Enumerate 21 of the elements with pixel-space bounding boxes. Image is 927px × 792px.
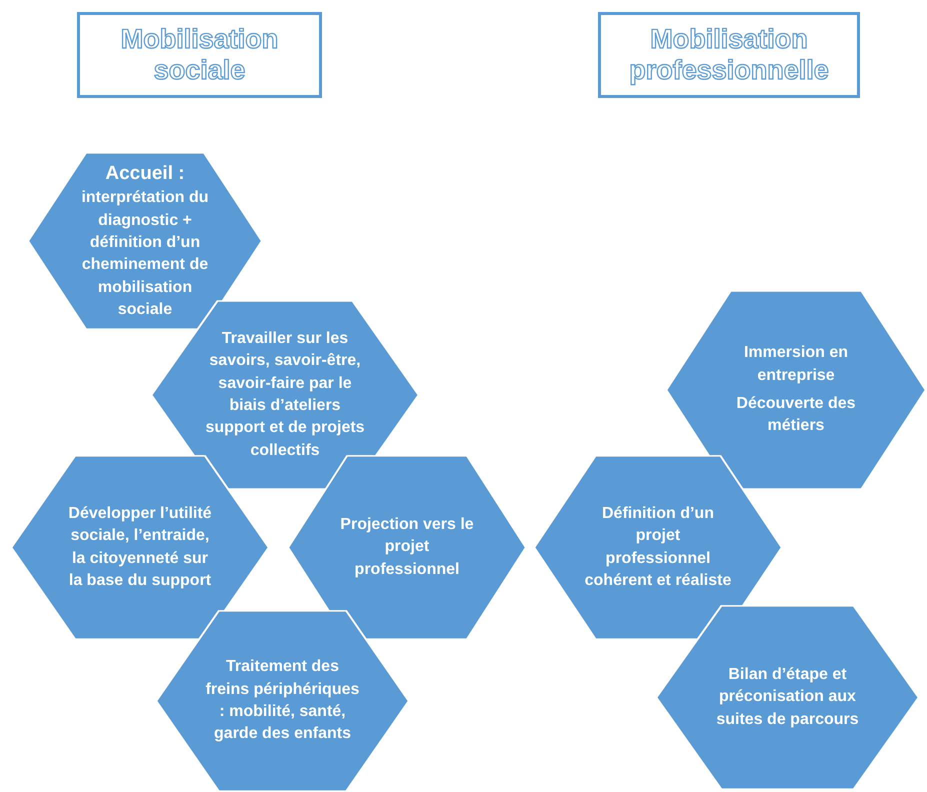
hexagon-text: Bilan d’étape et préconisation aux suites de parcours [715,664,860,730]
hexagon [533,455,783,640]
hexagon [10,455,270,640]
title-box [77,12,322,98]
hexagon-text: Projection vers le projet professionnel [339,514,475,580]
hexagon-text: Développer l’utilité sociale, l’entraide, la citoyenneté sur la base du support [67,504,213,591]
hexagon [27,152,263,330]
hexagon-text: Accueil : [105,162,185,186]
hexagon-text: Traitement des freins périphériques : mobilité, santé, garde des enfants [204,657,360,744]
hexagon-text: Découverte des métiers [735,394,857,436]
heading-text: Mobilisation sociale [120,24,280,86]
hexagon [155,610,410,792]
title-box [598,12,860,98]
hexagon [655,605,920,790]
hexagon-text: Immersion en entreprise [742,343,850,386]
hexagon [665,290,927,490]
hexagon-text: Travailler sur les savoirs, savoir-être, savoir-faire par le biais d’ateliers support et de projets collectifs [205,328,365,461]
hexagon-text: Définition d’un projet professionnel cohérent et réaliste [584,504,732,591]
heading-text: Mobilisation professionnelle [628,24,830,86]
hexagon-text: interprétation du diagnostic + définition d’un cheminement de mobilisation sociale [80,188,210,320]
hexagon [287,455,527,640]
